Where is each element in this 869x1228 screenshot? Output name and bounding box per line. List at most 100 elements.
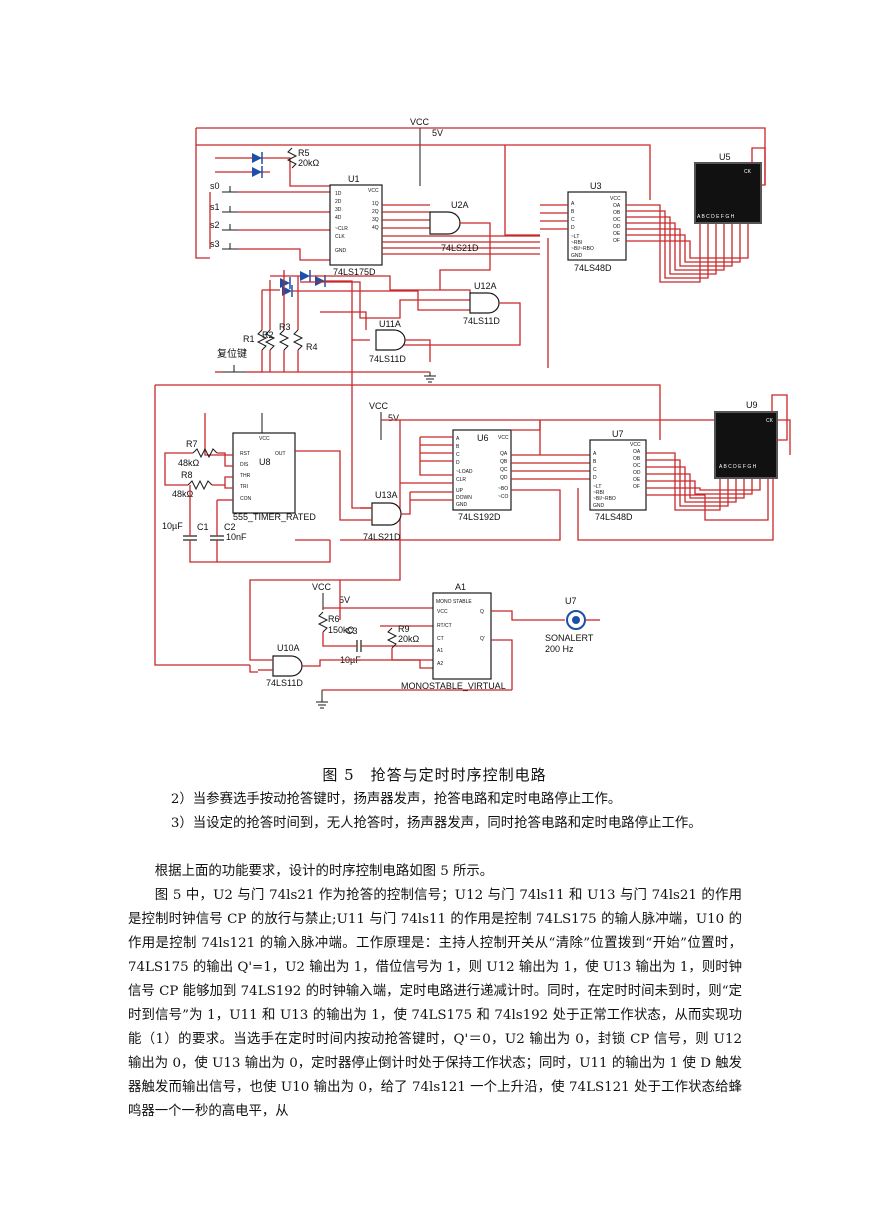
c3-label: C3 bbox=[346, 626, 358, 636]
svg-text:OB: OB bbox=[633, 456, 641, 462]
svg-text:B: B bbox=[593, 459, 597, 465]
u9-ck: CK bbox=[766, 418, 774, 424]
svg-text:4Q: 4Q bbox=[372, 225, 379, 231]
u9-display bbox=[714, 411, 778, 479]
svg-text:VCC: VCC bbox=[498, 435, 509, 441]
svg-text:1D: 1D bbox=[335, 191, 342, 197]
svg-text:D: D bbox=[571, 225, 575, 231]
vcc-5v-bot: 5V bbox=[339, 595, 350, 605]
svg-text:A: A bbox=[456, 436, 460, 442]
r8-value: 48kΩ bbox=[172, 489, 194, 499]
svg-text:QD: QD bbox=[500, 475, 508, 481]
u11a-gate bbox=[375, 329, 406, 351]
u2a-type: 74LS21D bbox=[441, 243, 479, 253]
r2-label: R2 bbox=[262, 330, 274, 340]
svg-text:3Q: 3Q bbox=[372, 217, 379, 223]
svg-text:RT/CT: RT/CT bbox=[437, 623, 452, 629]
svg-text:OE: OE bbox=[613, 231, 621, 237]
svg-text:OF: OF bbox=[633, 484, 640, 490]
r7-label: R7 bbox=[186, 439, 198, 449]
svg-text:QC: QC bbox=[500, 467, 508, 473]
u6-type: 74LS192D bbox=[458, 512, 501, 522]
u6-label: U6 bbox=[477, 433, 489, 443]
svg-text:DOWN: DOWN bbox=[456, 495, 472, 501]
u5-label: U5 bbox=[719, 152, 731, 162]
svg-text:VCC: VCC bbox=[368, 188, 379, 194]
vcc-5v-top: 5V bbox=[432, 128, 443, 138]
svg-text:2Q: 2Q bbox=[372, 209, 379, 215]
diode-mid-1 bbox=[300, 270, 311, 282]
diode-mid-4 bbox=[280, 277, 291, 289]
svg-text:~RBI: ~RBI bbox=[593, 490, 604, 496]
u8-label: U8 bbox=[259, 457, 271, 467]
diode-top-1 bbox=[252, 152, 263, 164]
svg-text:OD: OD bbox=[633, 470, 641, 476]
c2-label: C2 bbox=[224, 522, 236, 532]
svg-text:THR: THR bbox=[240, 473, 251, 479]
svg-text:1Q: 1Q bbox=[372, 201, 379, 207]
svg-text:4D: 4D bbox=[335, 215, 342, 221]
vcc-label-mid: VCC bbox=[369, 401, 389, 411]
svg-text:A: A bbox=[571, 201, 575, 207]
svg-text:OA: OA bbox=[613, 203, 621, 209]
svg-text:VCC: VCC bbox=[610, 196, 621, 202]
svg-text:OE: OE bbox=[633, 477, 641, 483]
u12a-label: U12A bbox=[474, 281, 497, 291]
r3-label: R3 bbox=[279, 322, 291, 332]
svg-text:~LOAD: ~LOAD bbox=[456, 469, 473, 475]
svg-text:DIS: DIS bbox=[240, 462, 249, 468]
switch-s3-label: s3 bbox=[210, 239, 220, 249]
u9-seg-labels: A B C D E F G H bbox=[719, 464, 757, 470]
sonalert-freq: 200 Hz bbox=[545, 644, 574, 654]
u7-type: 74LS48D bbox=[595, 512, 633, 522]
svg-text:VCC: VCC bbox=[259, 436, 270, 442]
svg-text:~BO: ~BO bbox=[498, 486, 508, 492]
r8-label: R8 bbox=[181, 470, 193, 480]
u1-label: U1 bbox=[348, 174, 360, 184]
paragraph-2: 3）当设定的抢答时间到，无人抢答时，扬声器发声，同时抢答电路和定时电路停止工作。 bbox=[170, 816, 702, 831]
u12a-type: 74LS11D bbox=[463, 316, 500, 326]
svg-text:OA: OA bbox=[633, 449, 641, 455]
svg-text:3D: 3D bbox=[335, 207, 342, 213]
svg-text:A1: A1 bbox=[437, 648, 443, 654]
svg-text:QA: QA bbox=[500, 451, 508, 457]
svg-text:GND: GND bbox=[456, 502, 468, 508]
svg-text:~RBI: ~RBI bbox=[571, 240, 582, 246]
svg-text:CLK: CLK bbox=[335, 234, 345, 240]
r9-value: 20kΩ bbox=[398, 634, 420, 644]
u1-type: 74LS175D bbox=[333, 267, 376, 277]
r5-label: R5 bbox=[298, 148, 310, 158]
svg-text:~CLR: ~CLR bbox=[335, 226, 348, 232]
svg-text:~LT: ~LT bbox=[571, 234, 579, 240]
vcc-label-top: VCC bbox=[410, 117, 430, 127]
u7-sonalert-label: U7 bbox=[565, 596, 577, 606]
svg-text:~LT: ~LT bbox=[593, 484, 601, 490]
svg-text:B: B bbox=[571, 209, 575, 215]
r4-label: R4 bbox=[306, 342, 318, 352]
svg-text:B: B bbox=[456, 444, 460, 450]
svg-text:CON: CON bbox=[240, 496, 252, 502]
paragraph-4: 图 5 中，U2 与门 74ls21 作为抢答的控制信号；U12 与门 74ls… bbox=[128, 888, 742, 1119]
svg-text:OD: OD bbox=[613, 224, 621, 230]
diode-mid-2 bbox=[315, 275, 326, 287]
vcc-label-bot: VCC bbox=[312, 582, 332, 592]
r7-value: 48kΩ bbox=[178, 458, 200, 468]
switch-s1-label: s1 bbox=[210, 202, 220, 212]
svg-text:D: D bbox=[456, 460, 460, 466]
vcc-5v-mid: 5V bbox=[388, 413, 399, 423]
u6-chip bbox=[452, 429, 512, 511]
svg-text:OF: OF bbox=[613, 238, 620, 244]
svg-text:CLR: CLR bbox=[456, 477, 466, 483]
u7-chip bbox=[589, 439, 647, 511]
u3-chip bbox=[567, 191, 627, 261]
u3-label: U3 bbox=[590, 181, 602, 191]
svg-text:~CO: ~CO bbox=[498, 494, 509, 500]
svg-text:~BI/~RBO: ~BI/~RBO bbox=[571, 246, 594, 252]
svg-text:~BI/~RBO: ~BI/~RBO bbox=[593, 496, 616, 502]
a1-head: MONO STABLE bbox=[436, 599, 472, 605]
c1-value: 10µF bbox=[162, 521, 183, 531]
u10a-gate bbox=[272, 655, 303, 677]
svg-text:RST: RST bbox=[240, 451, 250, 457]
svg-text:OC: OC bbox=[633, 463, 641, 469]
svg-text:C: C bbox=[456, 452, 460, 458]
